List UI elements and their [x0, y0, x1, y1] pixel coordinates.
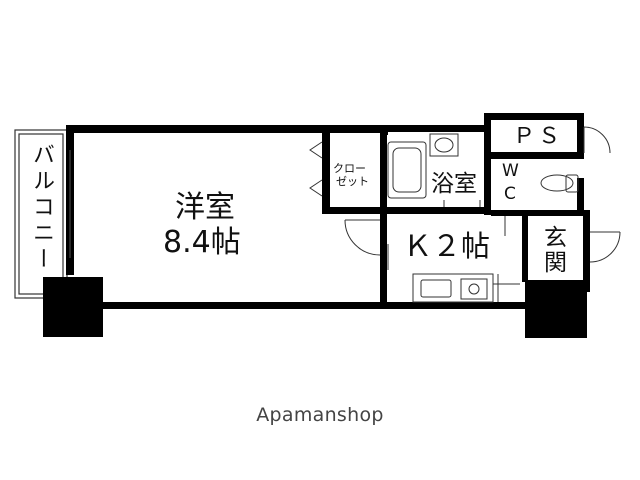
western-room-door: [344, 219, 381, 256]
closet-label-line2: ゼット: [336, 175, 369, 188]
bathtub: [387, 141, 427, 199]
closet-doors: [309, 141, 323, 197]
entrance-label-2: 関: [544, 250, 567, 276]
washbasin: [429, 133, 459, 157]
bath-label: 浴室: [431, 171, 477, 197]
wc-label-w: W: [502, 161, 519, 181]
bath-threshold: [443, 200, 481, 207]
watermark: Apamanshop: [256, 404, 384, 426]
wc-label-c: C: [504, 184, 516, 204]
balcony-label: バルコニー: [29, 143, 54, 273]
ps-label: ＰＳ: [513, 124, 564, 149]
structural-columns: [43, 277, 587, 338]
balcony-label-text: バルコニー: [29, 143, 54, 273]
western-room-name: 洋室: [175, 190, 235, 225]
entrance-label-1: 玄: [544, 225, 567, 251]
closet-label-line1: クロー: [333, 162, 366, 175]
kitchen-counter: [412, 273, 520, 303]
interior-walls: [322, 130, 584, 304]
western-room-size: 8.4帖: [163, 225, 241, 260]
kitchen-label: Ｋ２帖: [403, 229, 491, 263]
entrance-door: [589, 231, 621, 263]
toilet: [540, 174, 579, 193]
ps-door: [583, 126, 611, 154]
